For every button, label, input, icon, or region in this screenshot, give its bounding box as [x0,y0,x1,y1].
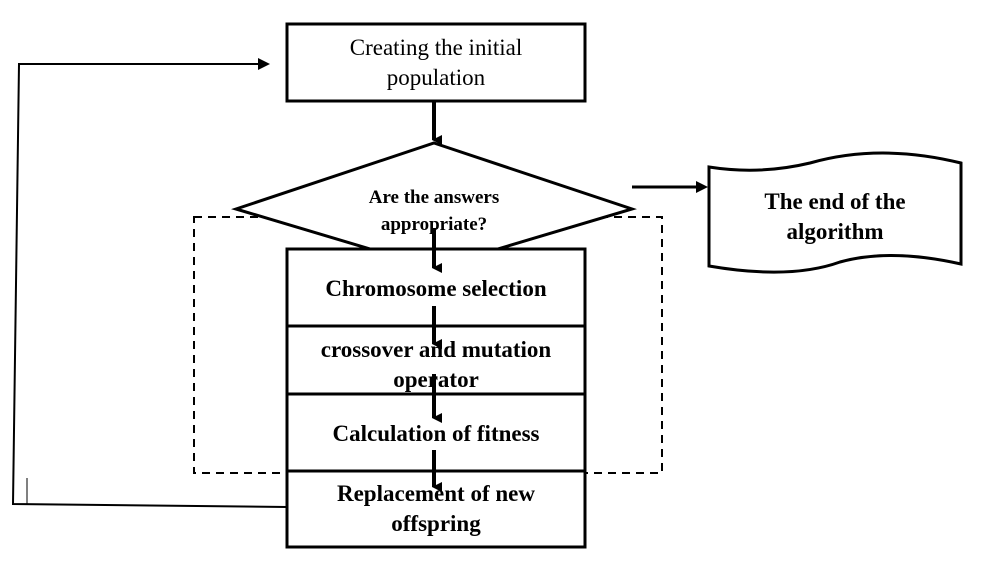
step-label-replacement: Replacement of new offspring [336,481,535,536]
arrow-to-end-node-head [696,181,708,193]
start-box-label: Creating the initial population [349,35,523,90]
feedback-loop-arrowhead [258,58,270,70]
end-node-label: The end of the algorithm [764,189,906,244]
feedback-loop-line [11,63,288,508]
step-label-crossover: crossover and mutation operator [320,337,552,392]
decision-label: Are the answers appropriate? [368,187,500,235]
step-label-fitness: Calculation of fitness [332,421,540,446]
step-label-selection: Chromosome selection [325,276,547,301]
end-node-shape [707,151,963,274]
